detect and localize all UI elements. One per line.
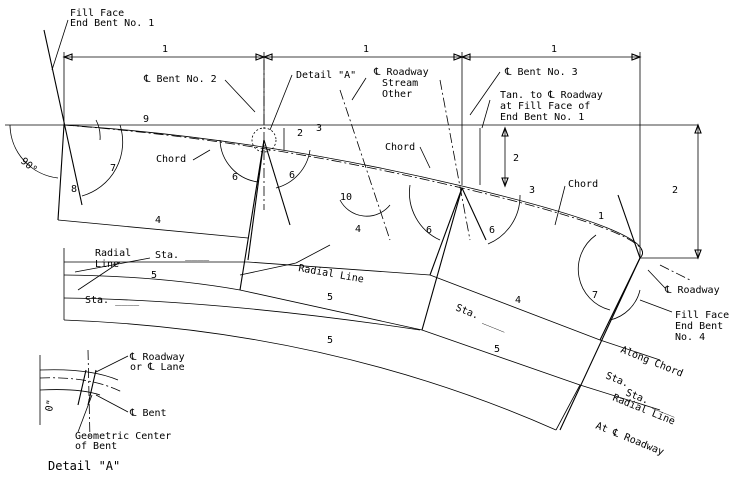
label-stream: Stream [382, 78, 418, 89]
dim-3a: 3 [316, 123, 322, 134]
dim-2a: 2 [297, 128, 303, 139]
label-radial-line-mid: Radial Line [297, 263, 364, 285]
dim-1-second: 1 [363, 44, 369, 55]
dim-4b: 4 [355, 224, 361, 235]
label-tan-line3: End Bent No. 1 [500, 112, 584, 123]
dim-1-third: 1 [551, 44, 557, 55]
dim-3b: 3 [529, 185, 535, 196]
detail-cl-lane: or ℄ Lane [130, 362, 185, 373]
dim-5b: 5 [327, 292, 333, 303]
label-detail-a-callout: Detail "A" [296, 70, 356, 81]
detail-title: Detail "A" [48, 459, 120, 473]
label-other: Other [382, 89, 412, 100]
label-cl-roadway: ℄ Roadway [373, 67, 429, 78]
dim-1-first: 1 [162, 44, 168, 55]
label-tan-line2: at Fill Face of [500, 101, 590, 112]
small-dimensions [283, 123, 702, 260]
dim-5a: 5 [151, 270, 157, 281]
label-tan-line1: Tan. to ℄ Roadway [500, 90, 603, 101]
roadway-curve [63, 124, 643, 259]
radial-lines [57, 219, 661, 431]
angle-arcs [9, 119, 641, 321]
dim-7: 7 [110, 163, 116, 174]
label-sta-right: Sta. [604, 371, 630, 390]
dim-6d: 6 [489, 225, 495, 236]
label-angle-90: 90° [18, 156, 39, 176]
detail-geometric-center-2: of Bent [75, 441, 117, 452]
dim-10: 10 [340, 192, 352, 203]
label-chord-1: Chord [156, 154, 186, 165]
label-radial-line-2: Line [95, 259, 119, 270]
dim-6c: 6 [426, 225, 432, 236]
centerline-markers [263, 60, 691, 281]
dim-6a: 6 [232, 172, 238, 183]
detail-geometric-center-1: Geometric Center [75, 431, 171, 442]
label-sta-3: Sta. ____ [454, 303, 509, 334]
dim-4c: 4 [515, 295, 521, 306]
dim-6b: 6 [289, 170, 295, 181]
dim-1r: 1 [598, 211, 604, 222]
detail-cl-roadway: ℄ Roadway [129, 352, 185, 363]
dimension-numerals: 9 7 8 6 6 6 6 2 2 2 3 3 10 4 4 4 5 5 5 5… [71, 114, 678, 355]
label-fill-face-1-line1: Fill Face [70, 8, 124, 19]
label-fill-face-4-line1: Fill Face [675, 310, 729, 321]
annotation-labels: Fill Face End Bent No. 1 ℄ Bent No. 2 De… [18, 8, 729, 458]
label-chord-2: Chord [385, 142, 415, 153]
label-chord-3: Chord [568, 179, 598, 190]
detail-a-inset: 0" ℄ Roadway or ℄ Lane ℄ Bent Geometric … [39, 349, 185, 473]
dim-8: 8 [71, 184, 77, 195]
dim-2b: 2 [513, 153, 519, 164]
label-sta-2: Sta. ____ [85, 295, 140, 306]
label-fill-face-1-line2: End Bent No. 1 [70, 18, 154, 29]
label-along-chord: Along Chord [619, 345, 685, 380]
dim-5c: 5 [327, 335, 333, 346]
label-fill-face-4-line2: End Bent [675, 321, 723, 332]
label-at-cl-roadway: At ℄ Roadway [594, 421, 665, 458]
label-cl-bent-3: ℄ Bent No. 3 [504, 67, 578, 78]
label-sta-1: Sta. ____ [155, 250, 210, 261]
label-fill-face-4-line3: No. 4 [675, 332, 705, 343]
label-cl-bent-2: ℄ Bent No. 2 [143, 74, 217, 85]
detail-cl-bent: ℄ Bent [129, 408, 167, 419]
bent-lines [43, 29, 641, 431]
dim-5d: 5 [494, 344, 500, 355]
detail-ref-label: 0" [44, 399, 57, 413]
dim-4a: 4 [155, 215, 161, 226]
leaders [51, 19, 673, 313]
dim-2c: 2 [672, 185, 678, 196]
label-cl-roadway-right: ℄ Roadway [664, 285, 720, 296]
dim-9: 9 [143, 114, 149, 125]
dim-7b: 7 [592, 290, 598, 301]
label-radial-line-1: Radial [95, 248, 131, 259]
top-dimension-line: 1 1 1 [62, 44, 642, 258]
